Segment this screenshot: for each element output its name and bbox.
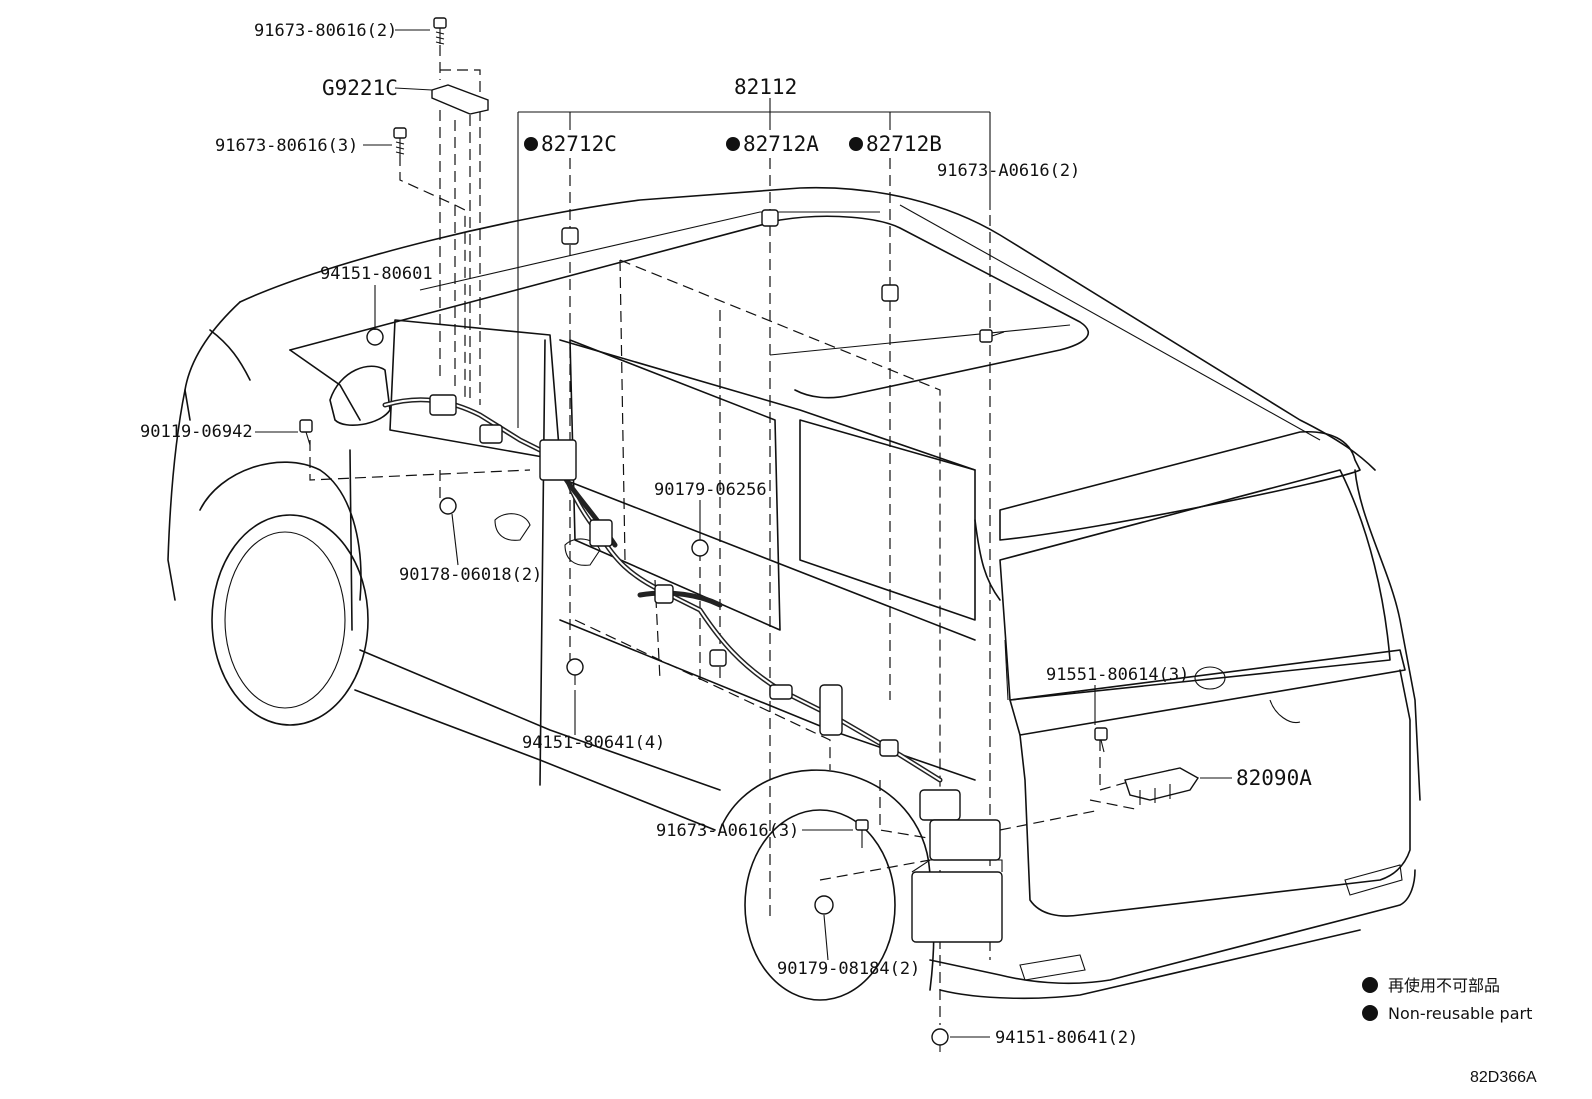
- harness-junction-block: [539, 439, 577, 481]
- bolt-icon: [979, 329, 1005, 343]
- bolt-icon: [393, 127, 407, 155]
- label-82712b: 82712B: [866, 132, 942, 156]
- vehicle-body: [167, 186, 1421, 1001]
- label-91551-80614-3: 91551-80614(3): [1046, 665, 1189, 685]
- label-94151-80641-4: 94151-80641(4): [522, 733, 665, 753]
- non-reusable-bullet-icon: [524, 137, 538, 151]
- bolt-icon: [855, 819, 869, 848]
- leader-lines: [255, 29, 1232, 1038]
- label-82112: 82112: [734, 75, 797, 99]
- label-91673-80616-3: 91673-80616(3): [215, 136, 358, 156]
- label-82712a: 82712A: [743, 132, 819, 156]
- clip-82712a: [761, 209, 779, 227]
- clip-82712c: [561, 227, 579, 245]
- clip-90178-06018: [439, 497, 457, 515]
- label-g9221c: G9221C: [322, 76, 398, 100]
- clip-90179-06256: [691, 539, 709, 557]
- part-labels: 91673-80616(2) G9221C 91673-80616(3) 821…: [140, 21, 1312, 1048]
- label-94151-80601: 94151-80601: [320, 264, 433, 284]
- label-91673-a0616-3: 91673-A0616(3): [656, 821, 799, 841]
- label-82090a: 82090A: [1236, 766, 1312, 790]
- non-reusable-bullet-icon: [849, 137, 863, 151]
- non-reusable-bullet-icon: [1362, 977, 1378, 993]
- label-91673-a0616-2: 91673-A0616(2): [937, 161, 1080, 181]
- bolt-icon: [1094, 727, 1108, 753]
- label-94151-80641-2: 94151-80641(2): [995, 1028, 1138, 1048]
- label-91673-80616-2: 91673-80616(2): [254, 21, 397, 41]
- relay-block-82090a: [1124, 767, 1200, 805]
- diagram-code: 82D366A: [1470, 1069, 1537, 1086]
- bolt-icon: [433, 17, 447, 45]
- bracket-g9221c: [431, 84, 489, 115]
- label-90178-06018-2: 90178-06018(2): [399, 565, 542, 585]
- label-90179-06256: 90179-06256: [654, 480, 767, 500]
- label-90179-08184-2: 90179-08184(2): [777, 959, 920, 979]
- non-reusable-bullet-icon: [726, 137, 740, 151]
- bolt-icon: [299, 419, 313, 446]
- legend: 再使用不可部品 Non-reusable part: [1362, 976, 1532, 1023]
- label-82712c: 82712C: [541, 132, 617, 156]
- rear-junction-box: [911, 871, 1003, 943]
- legend-japanese: 再使用不可部品: [1388, 976, 1500, 995]
- label-90119-06942: 90119-06942: [140, 422, 253, 442]
- non-reusable-bullet-icon: [1362, 1005, 1378, 1021]
- nut-94151-80641-2: [931, 1028, 949, 1052]
- clip-90179-08184: [814, 895, 834, 915]
- harness-bracket: [819, 684, 843, 736]
- fasteners: [299, 17, 1200, 1052]
- nut-94151-80641-4: [566, 658, 584, 685]
- clip-82712b: [881, 284, 899, 302]
- legend-english: Non-reusable part: [1388, 1004, 1532, 1023]
- wire-harness: [382, 394, 1003, 943]
- nut-94151-80601: [366, 328, 384, 346]
